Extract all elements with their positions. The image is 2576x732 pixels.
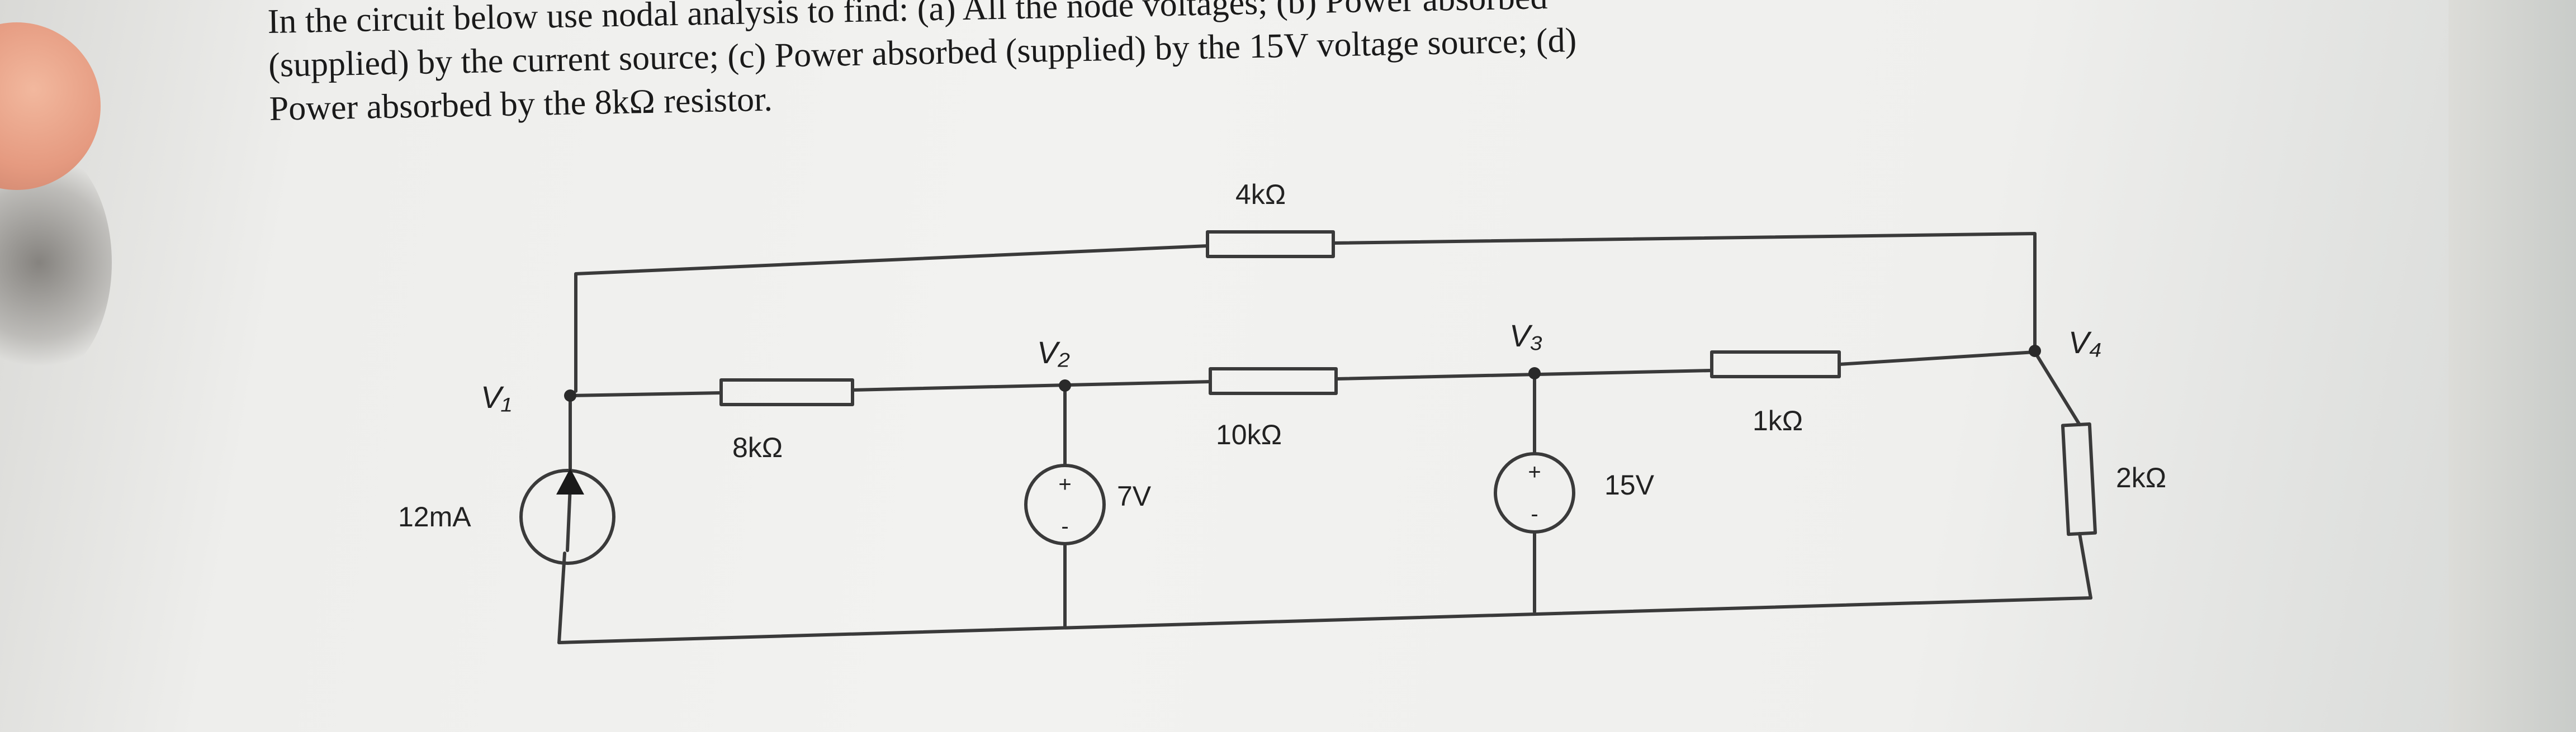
resistor-4k (1206, 230, 1335, 258)
resistor-8k (719, 378, 854, 406)
resistor-1k (1710, 350, 1841, 378)
minus-15v: - (1531, 502, 1538, 526)
resistor-2k (2061, 422, 2097, 536)
plus-15v: + (1528, 460, 1541, 484)
resistor-10k (1209, 367, 1338, 395)
node-label-v2: V₂ (1037, 335, 1070, 370)
label-2k: 2kΩ (2116, 462, 2166, 493)
current-source-branch (557, 394, 572, 644)
label-15v: 15V (1604, 469, 1655, 501)
voltage-source-7v (1024, 464, 1106, 545)
node-label-v3: V₃ (1509, 318, 1543, 353)
label-10k: 10kΩ (1216, 419, 1282, 450)
top-wire (574, 232, 2037, 393)
bottom-wire (557, 596, 2092, 644)
current-source (519, 469, 615, 565)
label-8k: 8kΩ (732, 432, 783, 463)
voltage-source-15v (1494, 452, 1575, 534)
label-12mA: 12mA (398, 501, 471, 533)
middle-wire (569, 350, 2037, 397)
node-label-v1: V₁ (481, 379, 512, 415)
node-dot-v2 (1059, 379, 1071, 392)
label-7v: 7V (1117, 481, 1152, 512)
node-dot-v1 (564, 389, 576, 402)
right-branch (2033, 350, 2092, 600)
minus-7v: - (1061, 514, 1068, 539)
paper-edge (2449, 0, 2576, 732)
label-1k: 1kΩ (1753, 405, 1803, 436)
plus-7v: + (1058, 472, 1071, 497)
current-arrow-icon (556, 468, 584, 495)
label-4k: 4kΩ (1235, 179, 1286, 210)
node-dot-v3 (1528, 367, 1541, 379)
node-dot-v4 (2029, 345, 2041, 357)
node-label-v4: V₄ (2068, 325, 2102, 360)
